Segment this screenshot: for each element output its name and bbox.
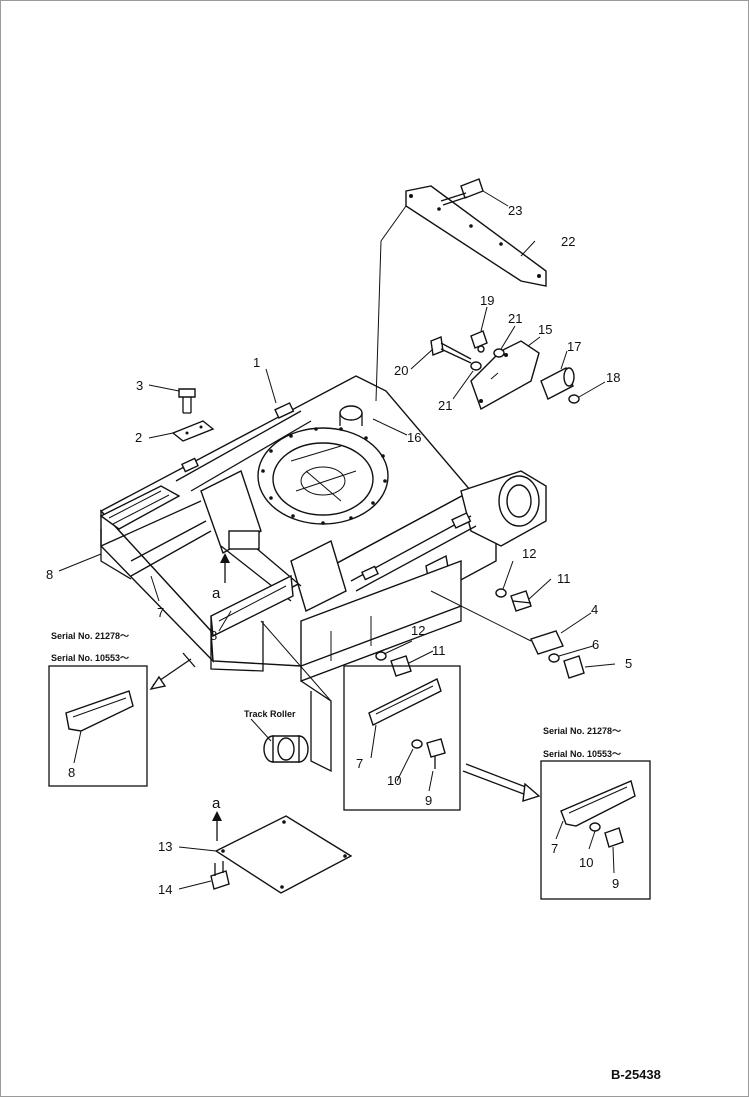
callout-9-right: 9 (612, 876, 619, 891)
washer-18 (568, 394, 580, 404)
bolt-14 (210, 861, 230, 890)
bolt-9 (426, 738, 446, 769)
callout-8-left: 8 (68, 765, 75, 780)
serial-label-right-1: Serial No. 21278～ (543, 726, 621, 736)
callout-1: 1 (253, 355, 260, 370)
callout-7-center: 7 (356, 756, 363, 771)
callout-3: 3 (136, 378, 143, 393)
view-mark-a-bottom: a (212, 795, 221, 812)
track-roller-label: Track Roller (244, 709, 296, 719)
callout-17: 17 (567, 339, 581, 354)
callout-12-lower: 12 (411, 623, 425, 638)
callout-21-upper: 21 (508, 311, 522, 326)
callout-11-upper: 11 (557, 571, 571, 586)
callout-5: 5 (625, 656, 632, 671)
bolt-5 (563, 655, 585, 679)
view-mark-a-top: a (212, 585, 221, 602)
callout-7-right: 7 (551, 841, 558, 856)
guard-7-center (368, 678, 442, 726)
serial-label-left-1: Serial No. 21278～ (51, 631, 129, 641)
plug-17 (540, 367, 575, 400)
washer-6 (548, 653, 560, 663)
cover-plate-22 (375, 185, 547, 402)
plate-4 (430, 590, 564, 655)
washer-12-upper (495, 588, 507, 598)
callout-20: 20 (394, 363, 408, 378)
callout-10-right: 10 (579, 855, 593, 870)
callout-2: 2 (135, 430, 142, 445)
callout-4: 4 (591, 602, 598, 617)
bolt-11-upper (510, 590, 532, 612)
bolt-19 (470, 330, 488, 353)
washer-12-lower (375, 651, 387, 661)
drawing-code: B-25438 (611, 1067, 661, 1082)
callout-15: 15 (538, 322, 552, 337)
track-guard-8-center (210, 574, 294, 672)
callout-16: 16 (407, 430, 421, 445)
leader-lines (58, 190, 616, 890)
track-roller (263, 735, 309, 763)
callout-21-lower: 21 (438, 398, 452, 413)
callout-11-lower: 11 (432, 643, 446, 658)
callout-6: 6 (592, 637, 599, 652)
callouts: 1 2 3 4 5 6 7 7 7 8 8 8 9 9 10 10 11 11 … (46, 203, 632, 897)
detail-box-right (540, 760, 651, 900)
callout-9-center: 9 (425, 793, 432, 808)
callout-8-frame: 8 (46, 567, 53, 582)
detail-box-center (343, 665, 461, 811)
serial-label-right-2: Serial No. 10553～ (543, 749, 621, 759)
callout-8-center: 8 (210, 628, 217, 643)
callout-23: 23 (508, 203, 522, 218)
detail-box-left (48, 665, 148, 787)
washers-21 (470, 348, 505, 371)
callout-13: 13 (158, 839, 172, 854)
bolt-3 (178, 388, 196, 414)
under-cover-13 (214, 815, 353, 894)
bolt-20 (430, 336, 472, 364)
serial-label-left-2: Serial No. 10553～ (51, 653, 129, 663)
callout-19: 19 (480, 293, 494, 308)
callout-7-frame: 7 (157, 605, 164, 620)
callout-18: 18 (606, 370, 620, 385)
callout-22: 22 (561, 234, 575, 249)
callout-10-center: 10 (387, 773, 401, 788)
callout-14: 14 (158, 882, 172, 897)
direction-arrows (149, 553, 541, 841)
callout-12-upper: 12 (522, 546, 536, 561)
washer-10 (411, 739, 423, 749)
plate-2 (171, 420, 215, 442)
track-frame (99, 375, 547, 667)
